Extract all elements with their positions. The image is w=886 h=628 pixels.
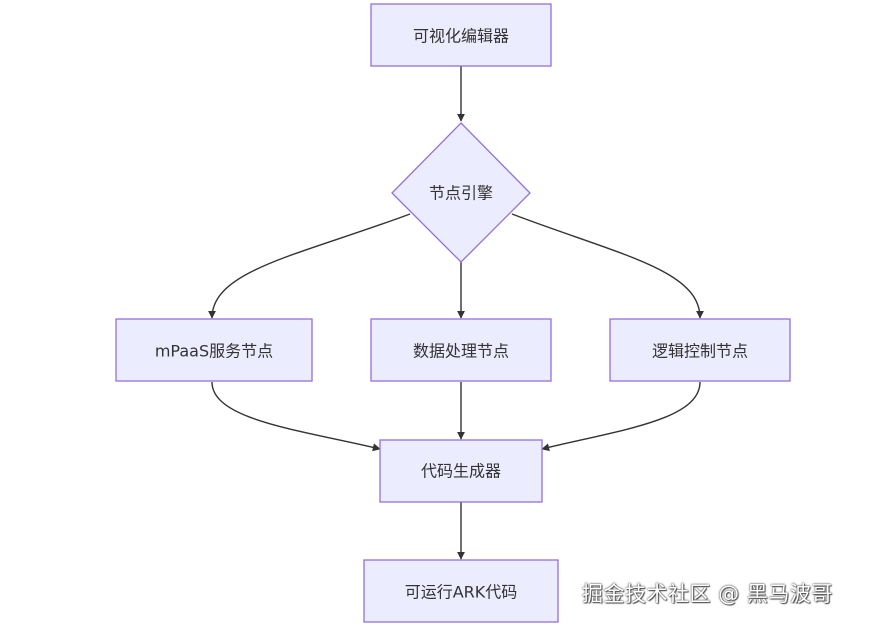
node-mpaas: mPaaS服务节点: [115, 318, 313, 382]
watermark-text: 掘金技术社区 @ 黑马波哥: [582, 582, 833, 606]
node-editor-label: 可视化编辑器: [413, 27, 509, 46]
node-ark-label: 可运行ARK代码: [405, 583, 518, 602]
node-logic-label: 逻辑控制节点: [652, 342, 748, 361]
node-engine-label: 节点引擎: [429, 184, 493, 203]
node-codegen-label: 代码生成器: [421, 462, 501, 481]
node-mpaas-label: mPaaS服务节点: [155, 342, 273, 361]
node-data: 数据处理节点: [370, 318, 552, 382]
node-ark: 可运行ARK代码: [363, 559, 559, 623]
edge-mpaas-to-codegen: [211, 381, 381, 452]
node-data-label: 数据处理节点: [413, 342, 509, 361]
node-engine: 节点引擎: [391, 122, 531, 263]
node-editor: 可视化编辑器: [370, 3, 552, 67]
edge-logic-to-codegen: [541, 381, 701, 452]
edge-engine-to-logic: [511, 213, 704, 319]
node-logic: 逻辑控制节点: [609, 318, 791, 382]
edge-engine-to-mpaas: [208, 213, 411, 319]
node-codegen: 代码生成器: [379, 439, 543, 503]
